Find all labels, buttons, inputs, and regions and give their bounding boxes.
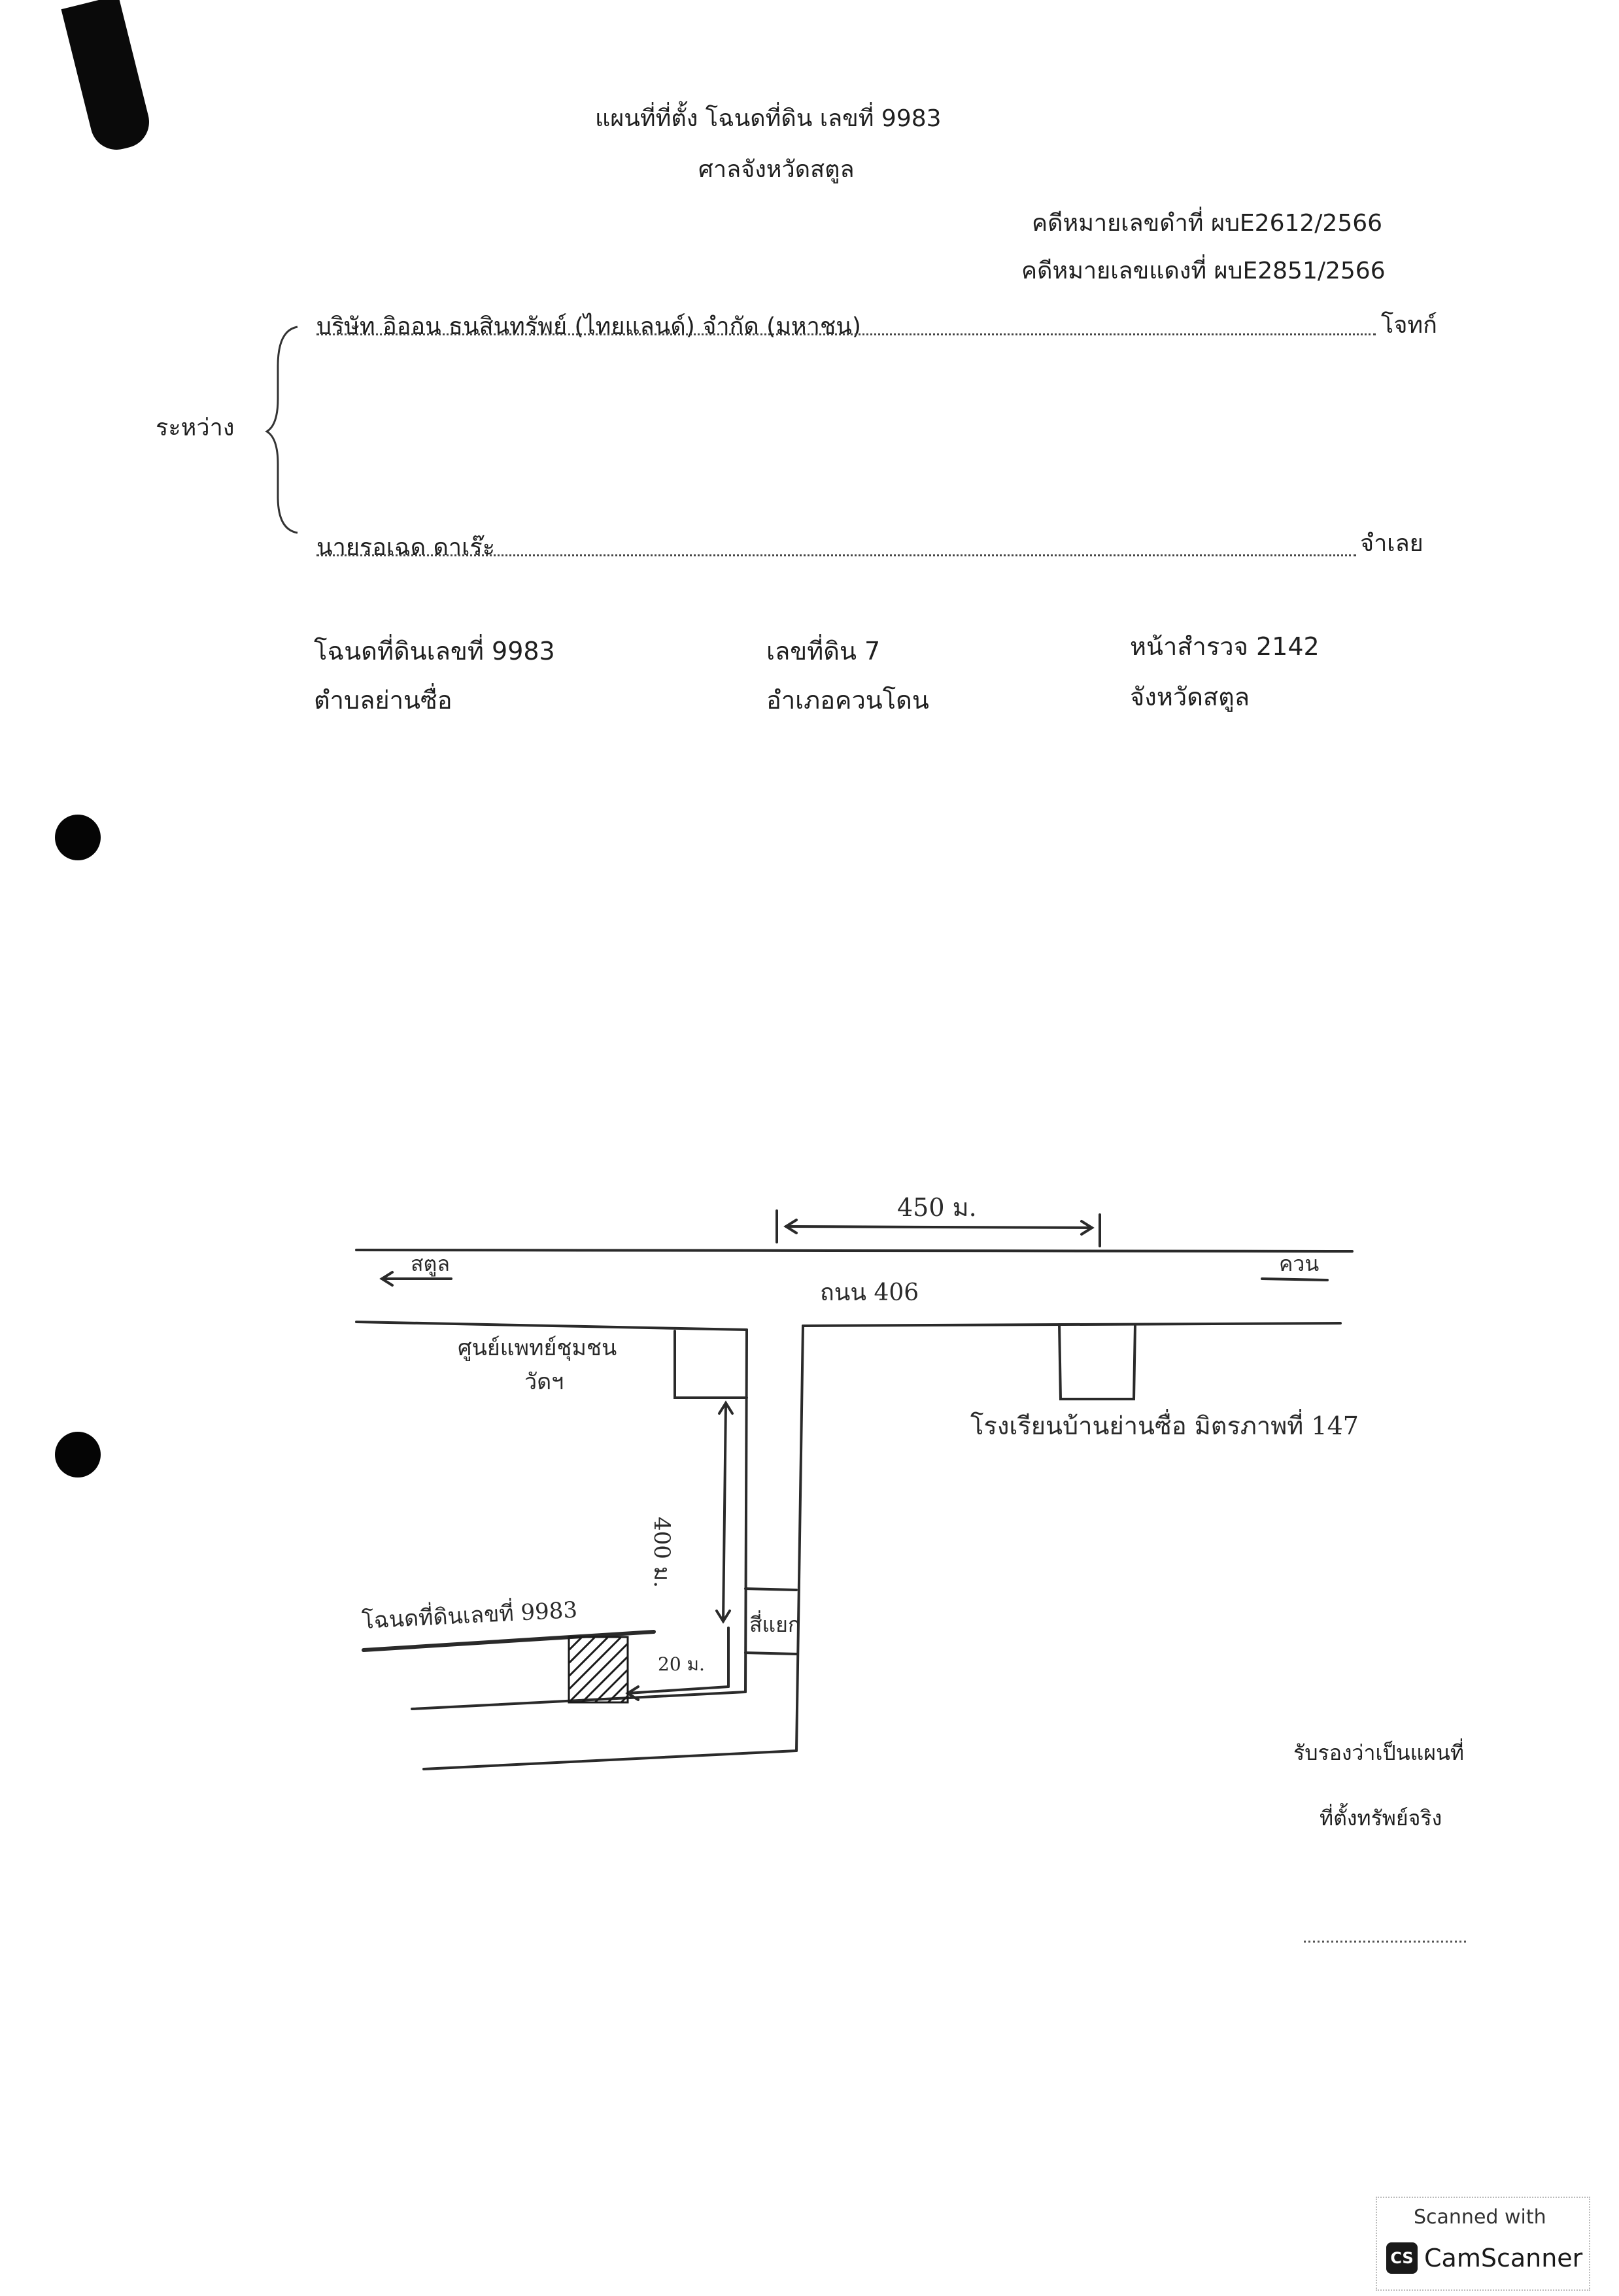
document-title: แผนที่ที่ตั้ง โฉนดที่ดิน เลขที่ 9983 [595, 105, 942, 132]
distance-side-arrowhead-bottom [715, 1610, 731, 1624]
defendant-role: จำเลย [1360, 530, 1423, 557]
distance-top-label: 450 ม. [897, 1193, 977, 1222]
side-road-left-edge [744, 1328, 748, 1693]
distance-side-label: 400 ม. [649, 1517, 675, 1588]
plaintiff-name: บริษัท อิออน ธนสินทรัพย์ (ไทยแลนด์) จำกั… [316, 313, 861, 340]
punch-hole-bottom [55, 1432, 101, 1477]
camscanner-badge: Scanned with CS CamScanner [1376, 2197, 1590, 2291]
deed-number: โฉนดที่ดินเลขที่ 9983 [314, 637, 555, 666]
court-name: ศาลจังหวัดสตูล [698, 156, 855, 183]
distance-top-arrowhead-left [783, 1219, 798, 1234]
land-parcel [568, 1636, 629, 1704]
camscanner-brand: CamScanner [1424, 2244, 1583, 2272]
health-center-box [673, 1330, 748, 1399]
scanned-with-text: Scanned with [1414, 2206, 1546, 2229]
red-case-number: คดีหมายเลขแดงที่ ผบE2851/2566 [1021, 258, 1386, 284]
health-center-label-line2: วัดฯ [524, 1369, 564, 1395]
between-label: ระหว่าง [156, 414, 235, 441]
main-road-bottom-edge-right [802, 1322, 1342, 1327]
scan-mark [61, 0, 155, 156]
health-center-label: ศูนย์แพทย์ชุมชน [458, 1335, 617, 1361]
distance-top-arrowhead-right [1080, 1220, 1095, 1236]
district: อำเภอควนโดน [766, 686, 929, 715]
lower-lane-bottom-edge [422, 1749, 798, 1770]
side-road-right-edge [795, 1325, 804, 1752]
distance-side-arrowhead-top [718, 1400, 734, 1415]
survey-page: หน้าสำรวจ 2142 [1130, 632, 1320, 661]
certify-line1: รับรองว่าเป็นแผนที่ [1293, 1740, 1464, 1765]
lower-lane-top-edge [411, 1691, 747, 1710]
punch-hole-top [55, 815, 101, 860]
dir-right-label: ควน [1279, 1251, 1320, 1276]
land-number: เลขที่ดิน 7 [766, 637, 881, 666]
defendant-name: นายรอเฉด ดาเร๊ะ [316, 534, 496, 561]
dir-left-arrowhead [379, 1271, 394, 1287]
road-name-label: ถนน 406 [820, 1279, 919, 1306]
junction-label: สี่แยก [749, 1612, 801, 1637]
plaintiff-role: โจทก์ [1381, 312, 1437, 339]
school-box [1058, 1323, 1136, 1400]
defendant-dotted-line [316, 554, 1356, 556]
camscanner-logo: CS [1386, 2242, 1418, 2274]
distance-side-arrow [722, 1402, 727, 1623]
land-deed-label: โฉนดที่ดินเลขที่ 9983 [361, 1596, 578, 1634]
distance-small-arrow [626, 1685, 730, 1695]
plaintiff-dotted-line [316, 333, 1376, 335]
distance-small-label: 20 ม. [658, 1653, 705, 1675]
certify-line2: ที่ตั้งทรัพย์จริง [1320, 1806, 1442, 1831]
dir-left-label: สตูล [411, 1251, 450, 1276]
black-case-number: คดีหมายเลขดำที่ ผบE2612/2566 [1032, 210, 1383, 237]
subdistrict: ตำบลย่านซื่อ [314, 686, 452, 715]
school-label: โรงเรียนบ้านย่านซื่อ มิตรภาพที่ 147 [970, 1411, 1359, 1440]
province: จังหวัดสตูล [1130, 683, 1250, 711]
main-road-bottom-edge-left [355, 1321, 748, 1331]
main-road-top-edge [355, 1249, 1354, 1253]
distance-small-arrowhead [625, 1685, 639, 1701]
